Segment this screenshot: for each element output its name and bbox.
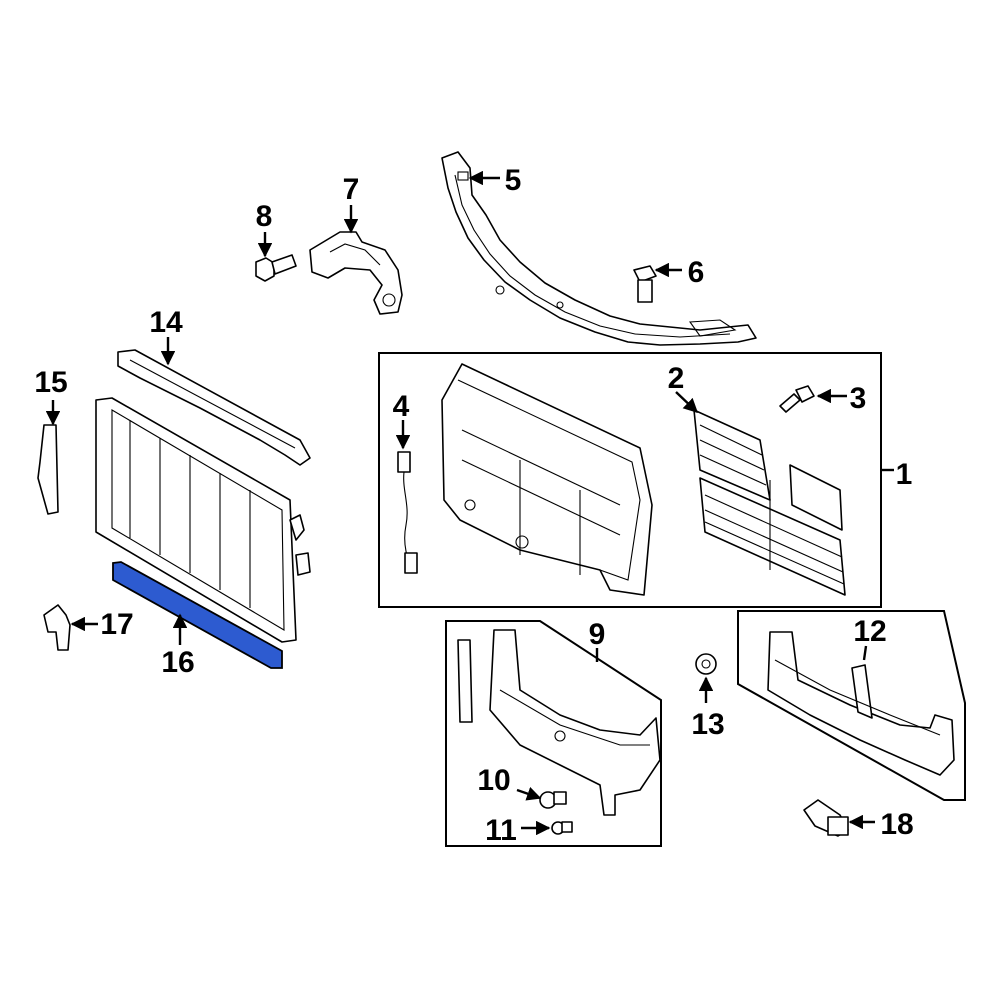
lower-seal-part: [112, 561, 283, 669]
bolt-6-part: [633, 265, 657, 303]
callout-4: 4: [393, 390, 410, 423]
pin-11-part: [551, 821, 573, 835]
callout-11: 11: [485, 814, 517, 847]
callout-15: 15: [34, 366, 67, 399]
callout-13: 13: [691, 708, 724, 741]
pin-10-part: [539, 791, 567, 809]
shutter-blades-part: [693, 409, 846, 596]
bracket-part: [309, 231, 403, 315]
upper-support-part: [441, 151, 757, 346]
upper-seal-part: [117, 349, 311, 466]
shutter-frame-part: [441, 363, 653, 596]
side-seal-part: [37, 424, 59, 515]
assembly-1-box: [378, 352, 882, 608]
callout-3: 3: [850, 382, 867, 415]
callout-8: 8: [256, 200, 273, 233]
radiator-part: [95, 397, 311, 643]
callout-16: 16: [161, 646, 194, 679]
callout-1: 1: [896, 458, 913, 491]
callout-18: 18: [880, 808, 913, 841]
deflector-9-part: [457, 629, 661, 816]
callout-17: 17: [100, 608, 133, 641]
callout-5: 5: [505, 164, 522, 197]
bolt-3-part: [779, 385, 815, 413]
callout-10: 10: [477, 764, 510, 797]
callout-9: 9: [589, 618, 606, 651]
pin-13-part: [695, 653, 717, 675]
group-12-box: [737, 610, 966, 801]
callout-12: 12: [853, 615, 886, 648]
callout-14: 14: [149, 306, 183, 339]
sensor-18-part: [803, 799, 849, 837]
lower-deflector-part: [767, 631, 955, 776]
callout-7: 7: [343, 173, 360, 206]
group-9-box: [445, 620, 662, 847]
clip-17-part: [43, 604, 71, 651]
harness-part: [397, 451, 418, 574]
callout-2: 2: [668, 362, 685, 395]
bolt-8-part: [255, 254, 297, 282]
callout-6: 6: [688, 256, 705, 289]
